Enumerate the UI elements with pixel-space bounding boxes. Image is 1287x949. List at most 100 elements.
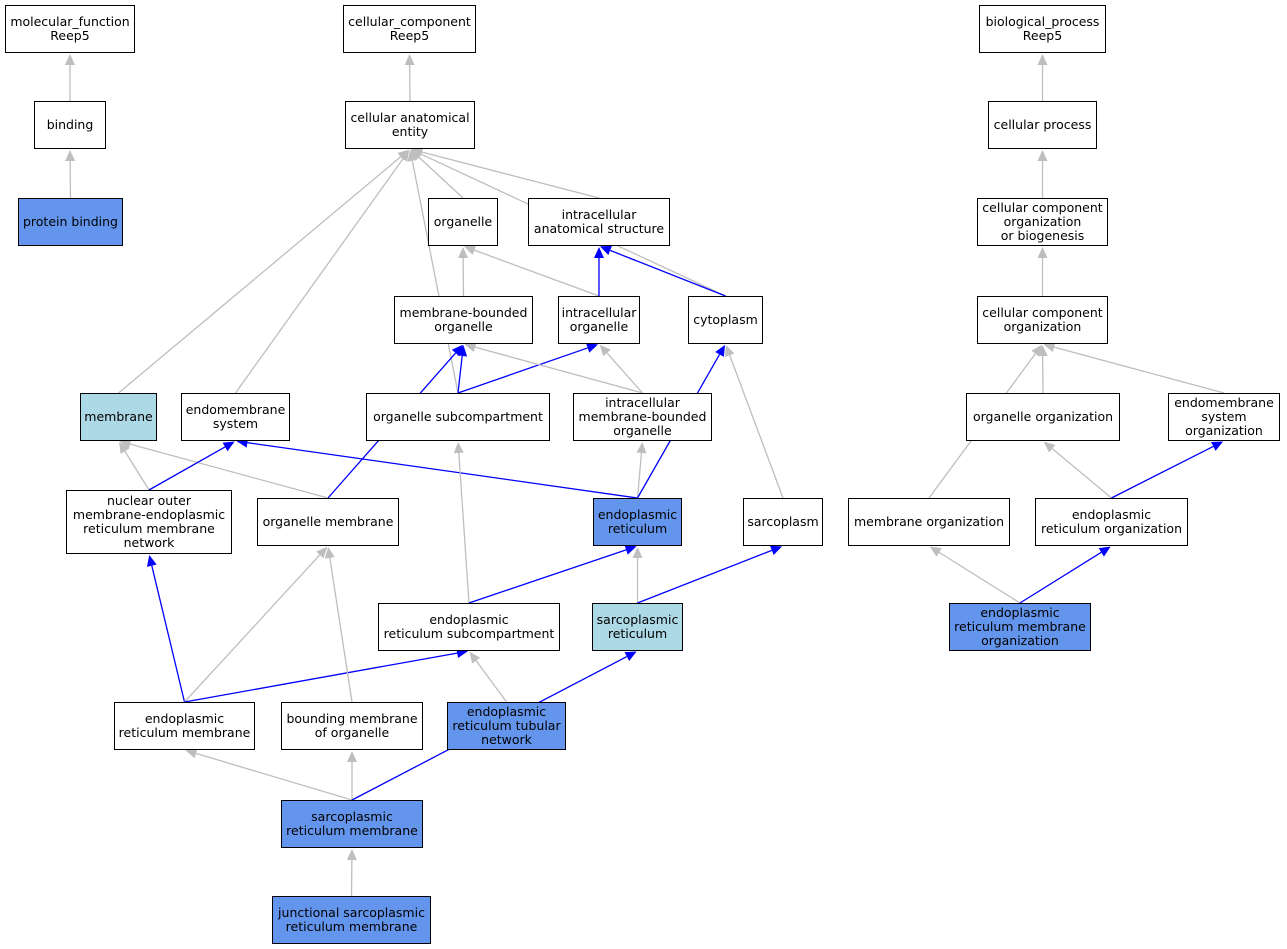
arrowhead-binding-to-mf xyxy=(65,54,75,65)
arrowhead-sr-to-sarcoplasm xyxy=(770,545,783,556)
arrowhead-om-to-mbo xyxy=(451,344,463,357)
node-mo[interactable]: membrane organization xyxy=(848,498,1010,546)
arrowhead-ersc-to-osc xyxy=(453,441,464,454)
arrowhead-cyto-to-ias xyxy=(599,245,612,256)
arrowhead-io-to-ias xyxy=(594,247,604,258)
edge-sarcoplasm-to-cyto xyxy=(729,355,784,499)
arrowhead-srm-to-sr xyxy=(624,651,637,661)
node-io[interactable]: intracellular organelle xyxy=(558,296,640,344)
arrowhead-ersc-to-er xyxy=(624,545,637,555)
arrowhead-osc-to-cae xyxy=(407,149,418,162)
node-ero[interactable]: endoplasmic reticulum organization xyxy=(1035,498,1188,546)
node-ccob[interactable]: cellular component organization or bioge… xyxy=(977,198,1108,246)
node-cae[interactable]: cellular anatomical entity xyxy=(345,101,475,149)
edge-srm-to-erm xyxy=(195,752,353,801)
node-erm[interactable]: endoplasmic reticulum membrane xyxy=(114,702,255,750)
node-bmo[interactable]: bounding membrane of organelle xyxy=(281,702,423,750)
edge-ero-to-oo xyxy=(1051,448,1112,499)
arrowhead-imbo-to-io xyxy=(599,344,611,357)
arrowhead-nomer-to-membrane xyxy=(119,441,130,454)
node-srm[interactable]: sarcoplasmic reticulum membrane xyxy=(281,800,423,848)
node-cc[interactable]: cellular_component Reep5 xyxy=(343,5,476,53)
arrowhead-cco-to-ccob xyxy=(1037,247,1048,258)
edge-erm-to-nomer xyxy=(151,565,186,703)
arrowhead-ertn-to-ersc xyxy=(469,651,481,664)
node-oo[interactable]: organelle organization xyxy=(966,393,1120,441)
node-om[interactable]: organelle membrane xyxy=(257,498,399,546)
node-osc[interactable]: organelle subcompartment xyxy=(366,393,550,441)
node-eso[interactable]: endomembrane system organization xyxy=(1168,393,1280,441)
edge-erm-to-om xyxy=(184,554,321,703)
node-cp[interactable]: cellular process xyxy=(988,101,1097,149)
arrowhead-osc-to-io xyxy=(586,343,599,353)
arrowhead-er-to-cyto xyxy=(715,344,726,357)
edge-osc-to-mbo xyxy=(457,355,463,394)
arrowhead-io-to-organelle xyxy=(463,245,476,255)
node-organelle[interactable]: organelle xyxy=(428,198,498,246)
node-ias[interactable]: intracellular anatomical structure xyxy=(528,198,670,246)
arrowhead-bmo-to-om xyxy=(324,546,335,559)
node-jsrm[interactable]: junctional sarcoplasmic reticulum membra… xyxy=(272,896,431,944)
node-membrane[interactable]: membrane xyxy=(80,393,157,441)
arrowhead-ero-to-oo xyxy=(1043,441,1056,453)
edge-ero-to-eso xyxy=(1111,445,1214,499)
arrowhead-erm-to-nomer xyxy=(146,554,157,567)
edge-sr-to-sarcoplasm xyxy=(637,549,773,604)
node-imbo[interactable]: intracellular membrane-bounded organelle xyxy=(573,393,712,441)
arrowhead-srm-to-erm xyxy=(185,748,198,759)
arrowhead-sarcoplasm-to-cyto xyxy=(725,344,735,357)
arrowhead-jsrm-to-srm xyxy=(346,848,357,861)
edge-io-to-organelle xyxy=(474,249,600,297)
edge-nomer-to-membrane xyxy=(124,450,150,491)
edge-organelle-to-cae xyxy=(418,156,464,199)
node-cco[interactable]: cellular component organization xyxy=(977,296,1108,344)
arrowhead-om-to-membrane xyxy=(119,439,132,449)
node-pb[interactable]: protein binding xyxy=(18,198,123,246)
node-sr[interactable]: sarcoplasmic reticulum xyxy=(592,603,683,651)
edge-eso-to-cco xyxy=(1053,346,1225,394)
arrowhead-imbo-to-mbo xyxy=(464,342,477,352)
edge-ermo-to-ero xyxy=(1019,551,1102,604)
arrowhead-oo-to-cco xyxy=(1037,344,1048,357)
node-es[interactable]: endomembrane system xyxy=(181,393,290,441)
arrowhead-erm-to-om xyxy=(316,546,328,559)
arrowhead-srm-to-bmo xyxy=(347,751,357,762)
edge-membrane-to-cae xyxy=(118,156,402,394)
node-nomer[interactable]: nuclear outer membrane-endoplasmic retic… xyxy=(66,490,232,554)
edge-ias-to-cae xyxy=(421,151,600,199)
edge-nomer-to-es xyxy=(148,446,226,491)
edge-erm-to-ersc xyxy=(184,652,458,703)
edge-imbo-to-io xyxy=(606,352,643,394)
arrowhead-cae-to-cc xyxy=(404,53,415,66)
edge-om-to-membrane xyxy=(129,443,329,499)
arrowhead-sr-to-er xyxy=(632,547,643,558)
node-mf[interactable]: molecular_function Reep5 xyxy=(5,5,135,53)
edge-osc-to-cae xyxy=(411,160,459,394)
edge-ermo-to-mo xyxy=(938,551,1021,604)
arrowhead-cp-to-bp xyxy=(1037,54,1048,65)
arrowhead-nomer-to-es xyxy=(222,441,235,452)
node-cyto[interactable]: cytoplasm xyxy=(688,296,763,344)
node-er[interactable]: endoplasmic reticulum xyxy=(593,498,682,546)
arrowhead-cyto-to-cae xyxy=(410,149,423,159)
node-sarcoplasm[interactable]: sarcoplasm xyxy=(743,498,823,546)
edge-cyto-to-ias xyxy=(609,249,726,297)
edge-ersc-to-osc xyxy=(458,452,470,604)
arrowhead-mo-to-cco xyxy=(1031,344,1042,357)
arrowhead-er-to-imbo xyxy=(636,441,647,454)
node-ersc[interactable]: endoplasmic reticulum subcompartment xyxy=(378,603,560,651)
edge-es-to-cae xyxy=(234,158,404,394)
node-mbo[interactable]: membrane-bounded organelle xyxy=(394,296,533,344)
node-bp[interactable]: biological_process Reep5 xyxy=(979,5,1106,53)
arrowhead-ermo-to-ero xyxy=(1098,546,1111,557)
edge-er-to-es xyxy=(247,442,638,499)
edge-bmo-to-om xyxy=(329,557,353,703)
edge-ersc-to-er xyxy=(468,549,627,604)
edge-osc-to-io xyxy=(457,347,588,394)
edge-ertn-to-ersc xyxy=(475,660,508,703)
arrowhead-ccob-to-cp xyxy=(1037,150,1048,161)
arrowhead-mbo-to-organelle xyxy=(458,246,469,259)
node-binding[interactable]: binding xyxy=(34,101,106,149)
node-ermo[interactable]: endoplasmic reticulum membrane organizat… xyxy=(949,603,1091,651)
node-ertn[interactable]: endoplasmic reticulum tubular network xyxy=(447,702,566,750)
